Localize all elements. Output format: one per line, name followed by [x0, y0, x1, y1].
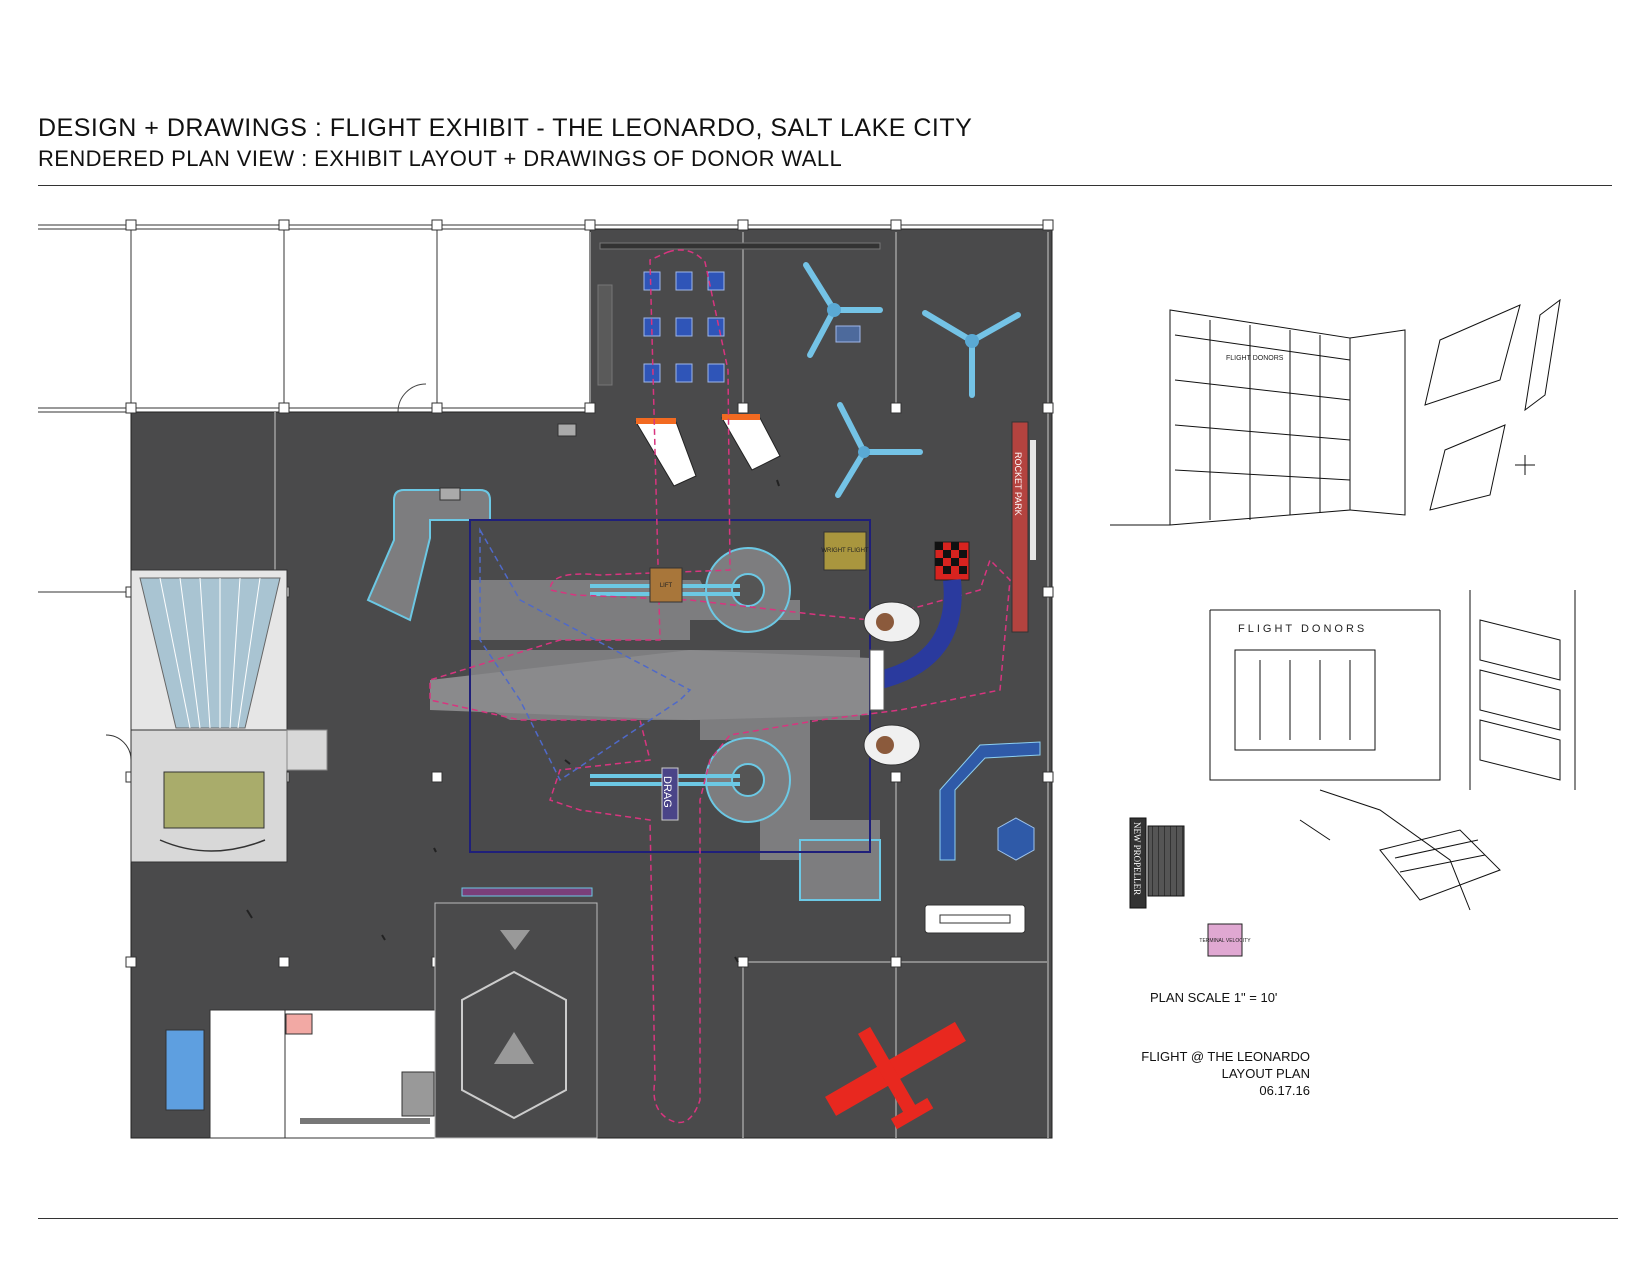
- ramp-exit: [799, 839, 881, 901]
- donor-wall-sketch-perspective: [1110, 309, 1406, 526]
- new-propeller-block: [1147, 825, 1185, 897]
- donor-shelf-sketch: [1469, 590, 1576, 790]
- plan-scale: PLAN SCALE 1" = 10': [1150, 990, 1278, 1005]
- funnel-ribs: [159, 577, 261, 729]
- title-block-line3: 06.17.16: [1259, 1083, 1310, 1098]
- display-case-2: [439, 487, 461, 501]
- support-bench: [300, 1118, 430, 1124]
- brown-sign-label: LIFT: [660, 583, 673, 589]
- new-propeller-sign: [1129, 817, 1147, 909]
- hex-kiosk: [997, 817, 1035, 861]
- rocket-park-label: ROCKET PARK: [1013, 452, 1023, 516]
- title-block: FLIGHT @ THE LEONARDO LAYOUT PLAN 06.17.…: [1120, 1048, 1310, 1099]
- rocket-park-rail: [1030, 440, 1036, 560]
- airfoil-platform: [430, 650, 870, 720]
- title-block-line1: FLIGHT @ THE LEONARDO: [1141, 1049, 1310, 1064]
- side-cabinet: [286, 729, 328, 771]
- terminal-velocity-label: TERMINAL VELOCITY: [1199, 938, 1251, 944]
- flight-donors-large-label: FLIGHT DONORS: [1238, 623, 1367, 635]
- secondary-path: [479, 527, 692, 782]
- donor-wall-sketch-front: [1209, 609, 1441, 781]
- red-airplane: [825, 1021, 966, 1130]
- blue-pad: [165, 1029, 205, 1111]
- checker-pattern: [935, 542, 967, 574]
- donor-panel-sketches: [1424, 298, 1561, 511]
- funnel-cone: [139, 577, 281, 729]
- brown-sign: [649, 567, 683, 603]
- drop-tower-top-triangle: [500, 930, 530, 950]
- blue-tube: [877, 579, 962, 689]
- turbine-hub-2: [965, 334, 979, 348]
- control-room-rug: [163, 771, 265, 829]
- drag-label: DRAG: [661, 776, 673, 808]
- page-subtitle: RENDERED PLAN VIEW : EXHIBIT LAYOUT + DR…: [38, 146, 843, 171]
- drop-tower-triangle: [494, 1032, 534, 1064]
- wing-displays: [635, 414, 781, 487]
- terminal-velocity-sign: [1207, 923, 1243, 957]
- turbine-panel: [835, 325, 861, 343]
- segmented-track: [939, 741, 1041, 861]
- theater-screen: [597, 284, 613, 386]
- visitor-path: [429, 249, 1011, 1124]
- yellow-sign: [823, 531, 867, 571]
- pink-fixture: [285, 1013, 313, 1035]
- control-room-arc: [159, 839, 266, 852]
- turbine-hub-1: [827, 303, 841, 317]
- door-swing: [105, 734, 132, 761]
- header-divider: [38, 185, 1612, 186]
- column-markers: [125, 219, 1054, 968]
- display-case: [557, 423, 577, 437]
- theater-bench: [599, 242, 881, 250]
- drop-tower-bar: [461, 887, 593, 897]
- rocket-park-strip: [1011, 421, 1029, 633]
- tube-end-panel: [869, 649, 885, 711]
- hand-sketch: [1299, 789, 1501, 911]
- floor-markers: [246, 479, 780, 963]
- flight-donors-small-label: FLIGHT DONORS: [1226, 355, 1284, 362]
- title-block-line2: LAYOUT PLAN: [1221, 1066, 1310, 1081]
- propeller-turbines: [803, 262, 1021, 498]
- turbine-hub-3: [858, 446, 870, 458]
- new-propeller-label: NEW PROPELLER: [1132, 822, 1142, 895]
- page-title: DESIGN + DRAWINGS : FLIGHT EXHIBIT - THE…: [38, 114, 973, 142]
- simulator-pods: [863, 601, 921, 766]
- yellow-sign-label: WRIGHT FLIGHT: [821, 548, 869, 554]
- theater-seats: [643, 271, 725, 383]
- table-inset: [939, 914, 1011, 924]
- footer-divider: [38, 1218, 1618, 1219]
- grey-fixture: [401, 1071, 435, 1117]
- drag-sign: [661, 767, 679, 821]
